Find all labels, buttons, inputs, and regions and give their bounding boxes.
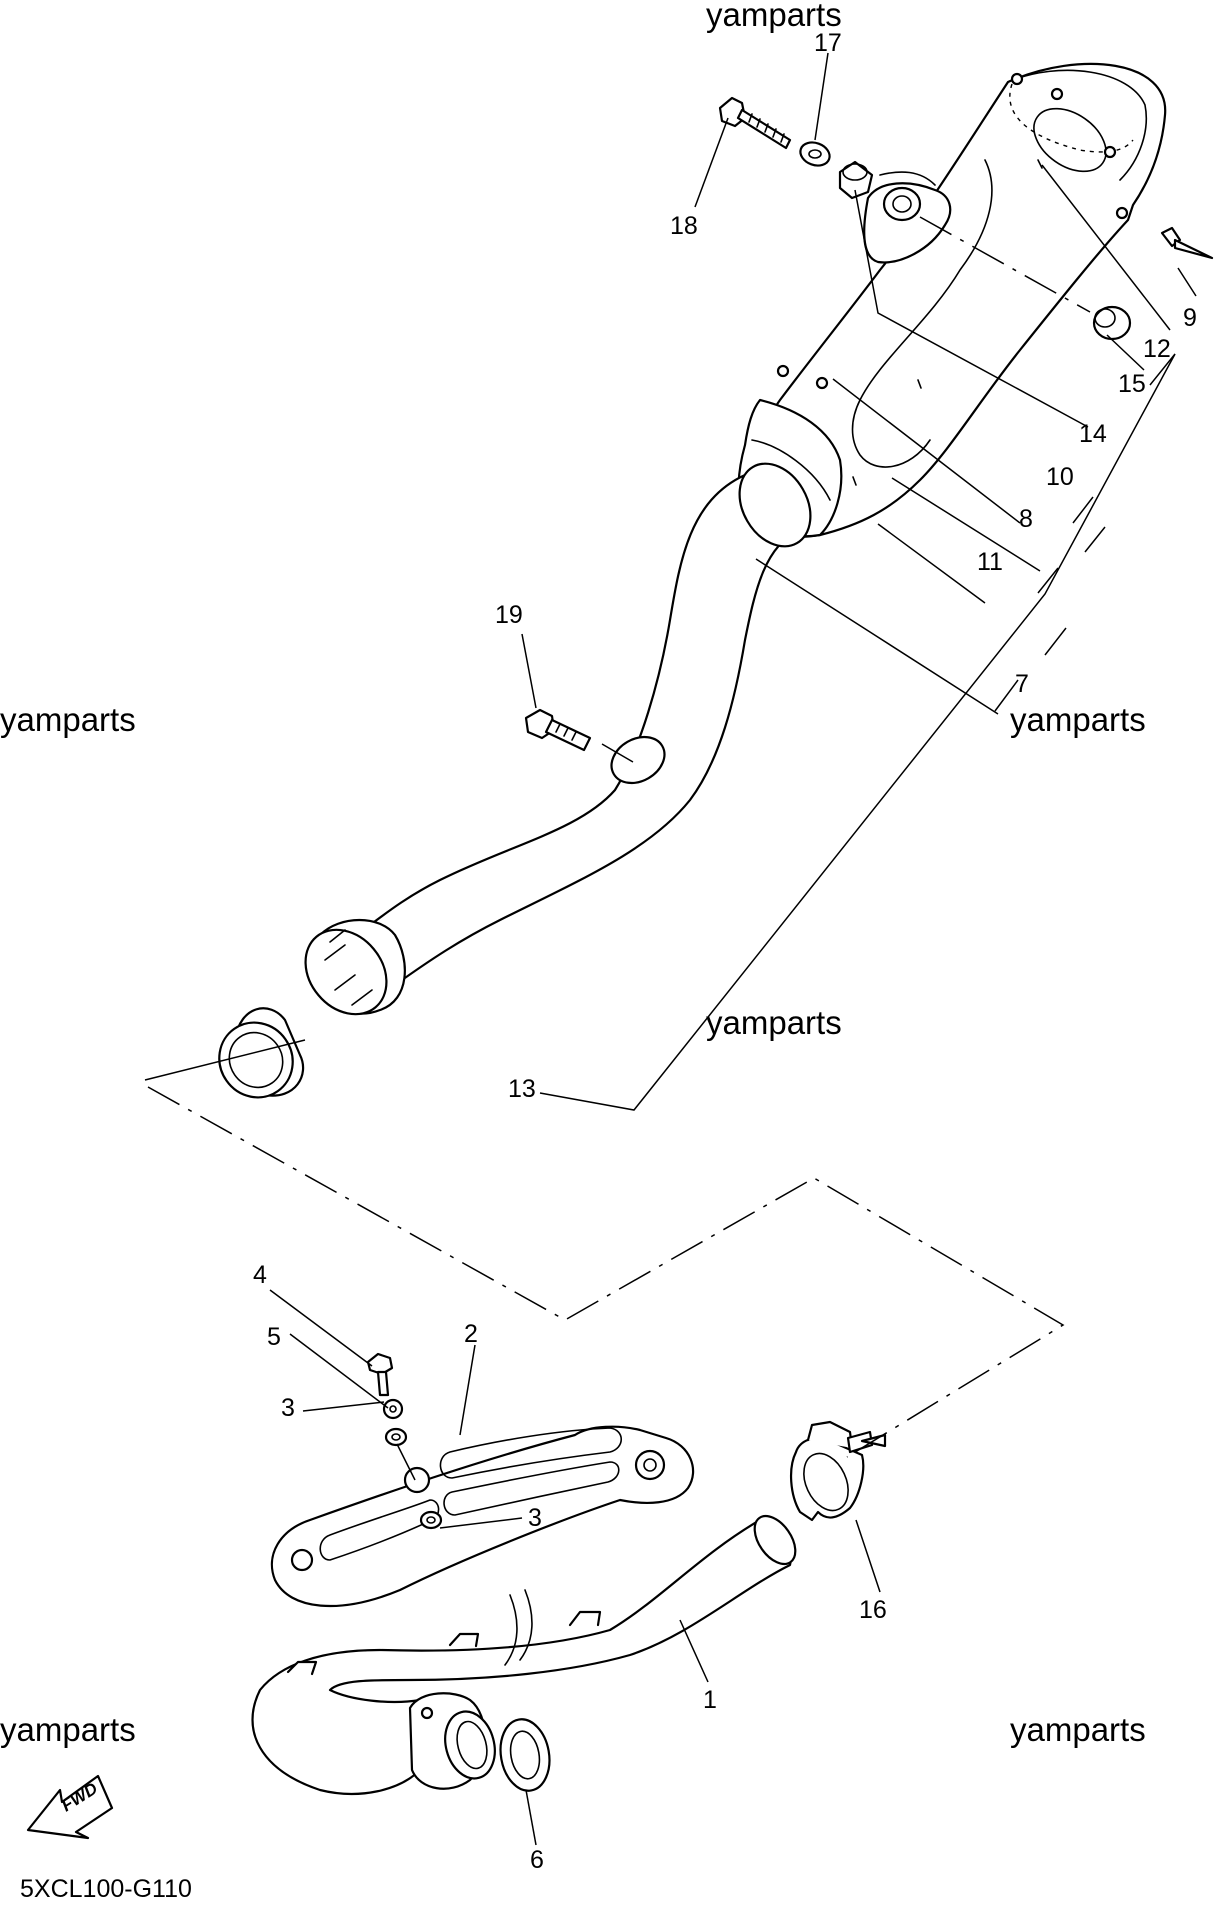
leader-lines (144, 52, 1197, 1846)
callout-17: 17 (814, 29, 842, 57)
callout-3a: 3 (281, 1394, 295, 1422)
bolt-4 (366, 1352, 394, 1397)
watermark-left-upper: yamparts (0, 701, 136, 738)
callout-6: 6 (530, 1846, 544, 1874)
assembly-line-bolt-15 (919, 216, 1091, 313)
callout-14: 14 (1079, 420, 1107, 448)
washer-17 (799, 141, 831, 167)
assembly-line-muffler-to-pipe (147, 1086, 1065, 1458)
callout-3b: 3 (528, 1504, 542, 1532)
heat-protector-2 (270, 1425, 695, 1608)
watermark-top: yamparts (706, 0, 842, 33)
gasket-6 (499, 1718, 551, 1792)
bolt-18 (718, 96, 792, 150)
watermark-right-lower: yamparts (1010, 1711, 1146, 1748)
washer-3a (384, 1427, 408, 1447)
callout-18: 18 (670, 212, 698, 240)
watermark-center: yamparts (706, 1004, 842, 1041)
watermark-left-lower: yamparts (0, 1711, 136, 1748)
callout-1: 1 (703, 1686, 717, 1714)
collar-16a (838, 160, 874, 200)
callout-2: 2 (464, 1320, 478, 1348)
grommet-15 (1092, 305, 1132, 341)
diagram-code: 5XCL100-G110 (20, 1875, 192, 1903)
callout-7: 7 (1015, 670, 1029, 698)
callout-15: 15 (1118, 370, 1146, 398)
nut-5 (382, 1398, 404, 1420)
callouts: 1 2 3 3 4 5 6 7 8 9 10 11 12 13 14 15 16… (253, 29, 1197, 1874)
clamp-16 (789, 1420, 887, 1522)
exhaust-pipe-1 (251, 1514, 797, 1796)
washer-3b (419, 1510, 443, 1530)
callout-12: 12 (1143, 335, 1171, 363)
callout-16: 16 (859, 1596, 887, 1624)
callout-5: 5 (267, 1323, 281, 1351)
screw-9 (1160, 226, 1214, 260)
callout-8: 8 (1019, 505, 1033, 533)
callout-10: 10 (1046, 463, 1074, 491)
callout-11: 11 (977, 548, 1003, 576)
callout-13: 13 (508, 1075, 536, 1103)
bolt-19 (524, 708, 592, 752)
callout-4: 4 (253, 1261, 267, 1289)
callout-9: 9 (1183, 304, 1197, 332)
callout-19: 19 (495, 601, 523, 629)
muffler-assembly (218, 62, 1167, 1099)
watermark-right-upper: yamparts (1010, 701, 1146, 738)
forward-arrow-icon: FWD (26, 1774, 114, 1840)
